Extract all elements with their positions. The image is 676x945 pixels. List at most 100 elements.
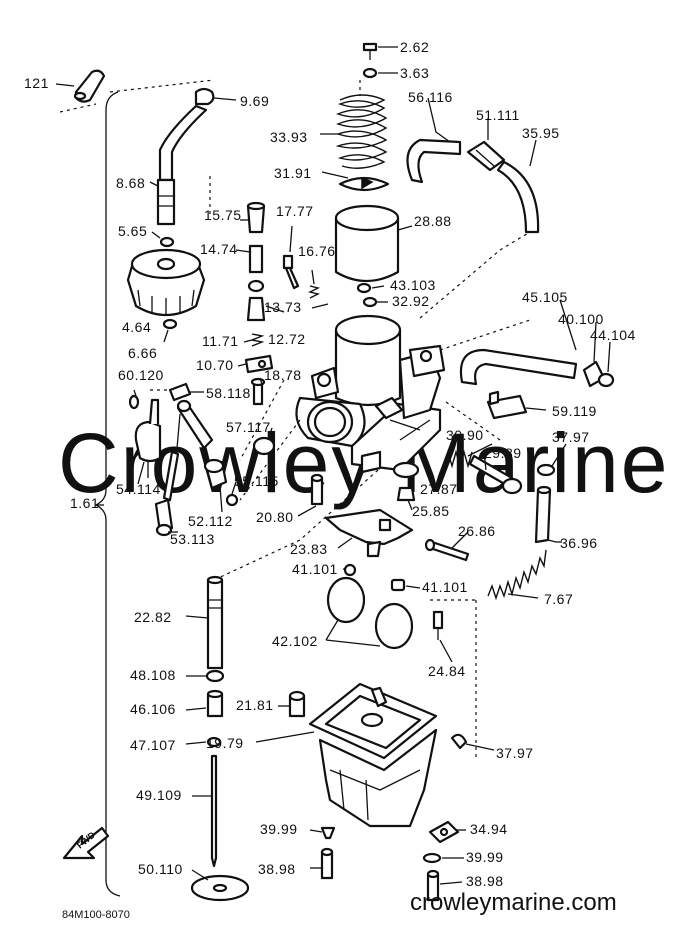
part-cap-57-117	[252, 436, 276, 456]
part-plug-41-101a	[343, 563, 357, 577]
label-40-100: 40.100	[558, 311, 604, 327]
part-washer-6-66	[162, 318, 178, 343]
part-plate-34-94	[428, 820, 460, 844]
label-11-71: 11.71	[202, 333, 239, 349]
part-needle-49-109	[210, 754, 218, 868]
label-37-97a: 37.97	[552, 429, 590, 445]
label-47-107: 47.107	[130, 737, 176, 753]
website-label: crowleymarine.com	[410, 889, 617, 916]
label-27-87: 27.87	[420, 481, 458, 497]
part-labels: 2.62 3.63 121 9.69 56.116 51.111 33.93 3…	[24, 39, 635, 889]
part-spring-30-90	[447, 449, 473, 469]
part-hose-35-95	[496, 160, 540, 234]
part-screw-17-77	[282, 225, 300, 290]
label-39-99a: 39.99	[260, 821, 298, 837]
label-37-97b: 37.97	[496, 745, 534, 761]
label-25-85: 25.85	[412, 503, 450, 519]
leader-lines	[96, 97, 611, 885]
label-46-106: 46.106	[130, 701, 176, 717]
part-grommet-52-112	[203, 458, 228, 490]
label-26-86: 26.86	[458, 523, 496, 539]
label-51-111: 51.111	[476, 107, 520, 123]
label-42-102: 42.102	[272, 633, 318, 649]
label-30-90: 30.90	[446, 427, 484, 443]
part-screw-38-98a	[320, 847, 334, 880]
label-8-68: 8.68	[116, 175, 145, 191]
part-jet-15-75	[246, 201, 266, 234]
label-38-98a: 38.98	[258, 861, 296, 877]
part-float-bowl-19-79	[308, 682, 438, 828]
part-washer-39-99b	[422, 852, 442, 864]
part-spring-16-76	[307, 269, 321, 299]
part-clamp-37-97b	[450, 733, 495, 751]
part-plate-23-83	[324, 508, 414, 558]
label-49-109: 49.109	[136, 787, 182, 803]
label-19-79: 19.79	[206, 735, 244, 751]
label-23-83: 23.83	[290, 541, 328, 557]
part-washer-39-99a	[320, 826, 336, 840]
label-35-95: 35.95	[522, 125, 560, 141]
label-31-91: 31.91	[274, 165, 312, 181]
label-2-62: 2.62	[400, 39, 429, 55]
label-3-63: 3.63	[400, 65, 429, 81]
part-float-42-102b	[374, 602, 414, 650]
label-57-117: 57.117	[226, 419, 271, 435]
label-10-70: 10.70	[196, 357, 234, 373]
part-bracket-54-114	[134, 398, 162, 478]
part-carburetor-body	[295, 314, 446, 474]
label-59-119: 59.119	[552, 403, 597, 419]
part-cap-121	[55, 69, 106, 103]
front-direction-arrow-icon: FWD	[62, 826, 110, 860]
part-plug-41-101b	[390, 578, 406, 592]
part-retainer-31-91	[338, 176, 390, 192]
label-21-81: 21.81	[236, 697, 274, 713]
label-7-67: 7.67	[544, 591, 573, 607]
label-45-105: 45.105	[522, 289, 568, 305]
label-29-89: 29.89	[484, 445, 522, 461]
part-nut-58-118	[150, 382, 204, 402]
part-spring-11-71	[249, 333, 265, 347]
label-4-64: 4.64	[122, 319, 151, 335]
label-41-101a: 41.101	[292, 561, 338, 577]
label-13-73: 13.73	[264, 299, 302, 315]
label-24-84: 24.84	[428, 663, 466, 679]
part-choke-rod	[154, 399, 214, 537]
part-connector-51-111	[466, 140, 506, 172]
part-washer-27-87	[392, 461, 420, 479]
part-spring-7-67	[487, 549, 547, 601]
label-16-76: 16.76	[298, 243, 336, 259]
label-20-80: 20.80	[256, 509, 294, 525]
part-screw-26-86	[424, 538, 470, 562]
label-14-74: 14.74	[200, 241, 238, 257]
part-screw-top	[362, 42, 398, 60]
part-cap-44-104	[597, 372, 615, 388]
label-43-103: 43.103	[390, 277, 436, 293]
part-clamp-37-97a	[536, 463, 556, 477]
part-washer-13-73	[247, 279, 265, 293]
part-tube-22-82	[206, 575, 224, 670]
part-hose-36-96	[534, 485, 562, 544]
label-34-94: 34.94	[470, 821, 508, 837]
part-ring-55-115	[225, 493, 239, 507]
label-1-61: 1.61	[70, 495, 99, 511]
label-5-65: 5.65	[118, 223, 147, 239]
part-pin-20-80	[310, 473, 324, 506]
part-spring-33-93	[335, 94, 388, 169]
label-17-77: 17.77	[276, 203, 314, 219]
label-121: 121	[24, 75, 49, 91]
part-screw-29-89	[468, 454, 523, 495]
part-ring-47-107	[206, 736, 222, 748]
label-28-88: 28.88	[414, 213, 452, 229]
part-float-42-102a	[326, 576, 366, 624]
part-clip-60-120	[128, 389, 140, 410]
part-valve-24-84	[432, 610, 444, 640]
label-12-72: 12.72	[268, 331, 306, 347]
part-piston-28-88	[334, 204, 413, 282]
part-plug-25-85	[396, 486, 416, 502]
part-bracket-59-119	[486, 390, 547, 420]
part-washer-top	[362, 67, 398, 79]
label-6-66: 6.66	[128, 345, 157, 361]
part-clip-43-103	[356, 282, 372, 294]
label-39-99b: 39.99	[466, 849, 504, 865]
label-18-78: 18.78	[264, 367, 302, 383]
